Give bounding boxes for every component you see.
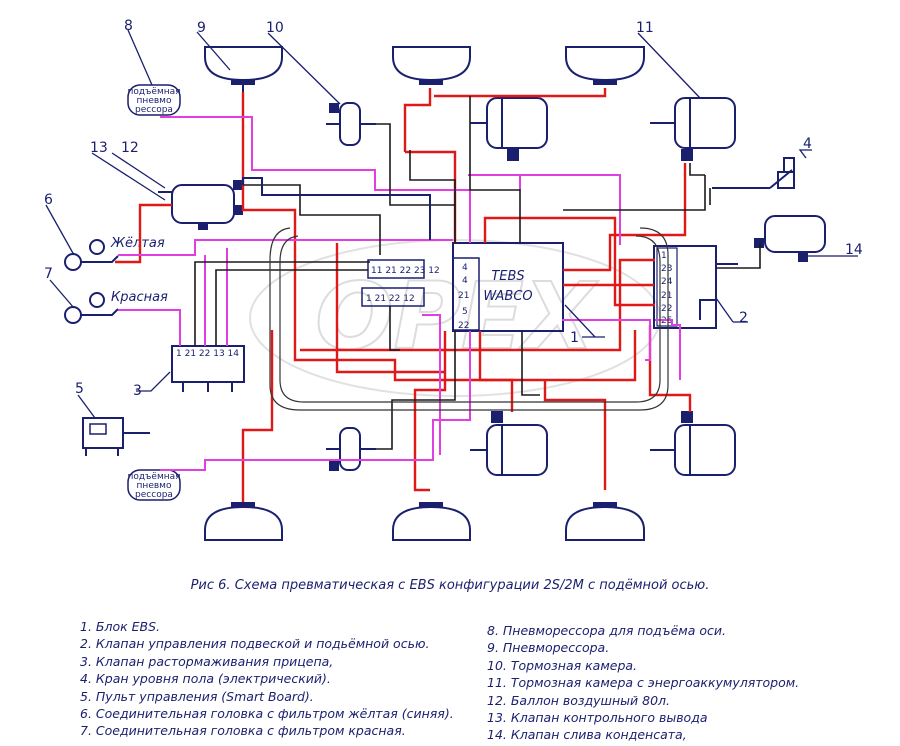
callout-6: 6 (44, 192, 53, 208)
air-spring-top-mid (392, 46, 471, 85)
legend-item: 7. Соединительная головка с фильтром кра… (80, 723, 406, 739)
valve-block-upper: 11 21 22 23 12 (367, 259, 440, 279)
legend-item: 11. Тормозная камера с энергоаккумулятор… (487, 675, 800, 691)
callouts (45, 29, 858, 419)
lift-spring-top: подъёмная пневмо рессора (127, 84, 181, 116)
legend-left: 1. Блок EBS. 2. Клапан управления подвес… (80, 618, 454, 740)
svg-text:WABCO: WABCO (483, 289, 532, 304)
spring-brake-chamber-bottom-right (650, 411, 736, 476)
smart-board (82, 417, 124, 456)
legend-item: 2. Клапан управления подвеской и подьёмн… (80, 636, 430, 652)
callout-2: 2 (739, 310, 748, 326)
svg-text:OPEX: OPEX (315, 263, 598, 370)
air-spring-top-right (565, 46, 645, 85)
lift-spring-bottom: подъёмная пневмо рессора (127, 469, 181, 501)
watermark: OPEX (249, 239, 661, 397)
svg-text:1: 1 (661, 251, 667, 261)
lift-axle-valve: 1 23 24 21 22 25 (653, 245, 717, 329)
callout-3: 3 (133, 383, 142, 399)
legend-item: 4. Кран уровня пола (электрический). (80, 671, 331, 687)
valve-block-lower: 1 21 22 12 (361, 287, 425, 307)
level-valve (712, 157, 795, 189)
svg-text:подъёмная: подъёмная (127, 472, 180, 482)
pipes-dark (194, 96, 761, 450)
callout-14: 14 (845, 242, 863, 258)
svg-text:21: 21 (458, 291, 469, 301)
callout-10: 10 (266, 20, 284, 36)
svg-text:23: 23 (661, 264, 672, 274)
pipes-blue (123, 177, 738, 434)
legend-item: 3. Клапан растормаживания прицепа, (80, 653, 334, 669)
svg-text:24: 24 (661, 277, 673, 287)
figure-caption: Рис 6. Схема превматическая с EBS конфиг… (190, 578, 710, 593)
frame-outline (269, 227, 669, 411)
spring-brake-chamber-top-right (650, 97, 736, 161)
legend-item: 10. Тормозная камера. (487, 657, 638, 673)
legend-item: 12. Баллон воздушный 80л. (487, 692, 671, 708)
legend-item: 8. Пневморессора для подъёма оси. (487, 623, 726, 638)
spring-brake-chamber-top-mid (470, 97, 548, 161)
legend-right: 8. Пневморессора для подъёма оси. 9. Пне… (487, 622, 799, 744)
svg-text:рессора: рессора (135, 105, 173, 115)
air-spring-top-left (204, 46, 283, 92)
callout-9: 9 (197, 20, 206, 36)
callout-8: 8 (124, 18, 133, 34)
brake-chamber-top-left (326, 102, 376, 146)
svg-text:1 21 22 13 14: 1 21 22 13 14 (176, 349, 239, 359)
air-spring-bottom-left (204, 502, 283, 541)
callout-7: 7 (44, 266, 53, 282)
callout-5: 5 (75, 381, 84, 397)
callout-4: 4 (803, 136, 812, 152)
condensate-tank (754, 215, 826, 262)
yellow-label: Жёлтая (110, 236, 165, 251)
air-spring-bottom-mid (392, 502, 471, 541)
svg-text:4: 4 (462, 263, 468, 273)
svg-text:5: 5 (462, 307, 468, 317)
svg-text:TEBS: TEBS (491, 269, 524, 284)
svg-text:11 21 22 23 12: 11 21 22 23 12 (371, 266, 440, 276)
svg-text:22: 22 (661, 304, 672, 314)
callout-11: 11 (636, 20, 654, 36)
legend-item: 9. Пневморессора. (487, 640, 610, 656)
callout-1: 1 (570, 330, 579, 346)
callout-13: 13 (90, 140, 108, 156)
legend-item: 13. Клапан контрольного вывода (487, 710, 708, 726)
legend-item: 14. Клапан слива конденсата, (487, 727, 687, 743)
svg-text:пневмо: пневмо (137, 481, 172, 491)
ebs-block: TEBS WABCO 4 4 21 5 22 (452, 242, 564, 332)
svg-text:1 21 22 12: 1 21 22 12 (366, 294, 415, 304)
legend-item: 1. Блок EBS. (80, 619, 161, 634)
svg-text:22: 22 (458, 321, 469, 331)
spring-brake-chamber-bottom-mid (470, 411, 548, 476)
svg-text:подъёмная: подъёмная (127, 87, 180, 97)
legend-item: 5. Пульт управления (Smart Board). (80, 688, 314, 704)
svg-text:21: 21 (661, 291, 672, 301)
release-valve: 1 21 22 13 14 (171, 345, 245, 392)
brake-chamber-bottom-left (326, 427, 376, 471)
svg-text:4: 4 (462, 276, 468, 286)
air-spring-bottom-right (565, 502, 645, 541)
legend-item: 6. Соединительная головка с фильтром жёл… (80, 706, 454, 722)
svg-text:рессора: рессора (135, 490, 173, 500)
callout-12: 12 (121, 140, 139, 156)
svg-text:пневмо: пневмо (137, 96, 172, 106)
red-label: Красная (111, 290, 168, 305)
